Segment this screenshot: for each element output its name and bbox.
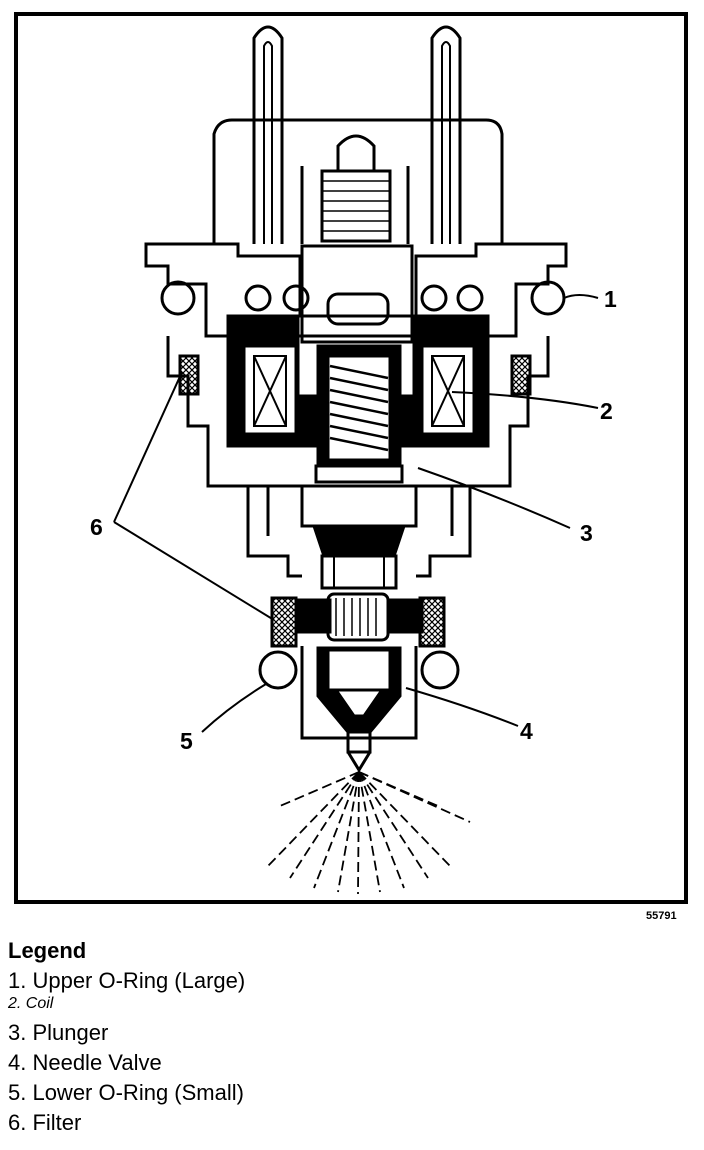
callout-1: 1 [604,286,617,312]
injector-cross-section [113,25,599,895]
leader-6a [113,371,183,523]
callout-6: 6 [90,514,103,540]
legend-item-upper-o-ring: 1. Upper O-Ring (Large) [8,968,246,993]
coil-housing [226,314,490,448]
leader-3 [417,467,571,529]
legend-title: Legend [8,938,87,963]
leader-1 [563,294,599,299]
legend-item-coil: 2. Coil [8,995,54,1012]
lower-o-rings [258,650,460,690]
connector-housing [212,118,504,244]
legend-item-needle-valve: 4. Needle Valve [8,1050,162,1075]
legend-item-filter: 6. Filter [8,1110,82,1135]
injector-diagram: 1 2 3 4 5 6 [14,12,688,904]
leader-lines [113,294,599,733]
coil [253,355,465,427]
plunger-spring [314,344,404,484]
callout-4: 4 [520,718,533,744]
nozzle-body [300,646,418,773]
terminal-pins [252,25,462,244]
callout-3: 3 [580,520,593,546]
needle-armature [326,592,390,642]
leader-6b [113,521,275,621]
armature-top [300,134,414,344]
fuel-spray [267,771,471,895]
leader-4 [405,687,519,727]
legend: Legend 1. Upper O-Ring (Large) 2. Coil 3… [8,938,245,1138]
upper-o-rings [160,280,566,316]
leader-5 [201,683,267,733]
legend-item-plunger: 3. Plunger [8,1020,109,1045]
valve-body [300,484,418,590]
upper-body [144,242,568,338]
figure-number: 55791 [646,910,677,922]
legend-item-lower-o-ring: 5. Lower O-Ring (Small) [8,1080,244,1105]
leader-2 [451,391,599,409]
callout-2: 2 [600,398,613,424]
lower-filters [270,596,446,648]
callout-5: 5 [180,728,193,754]
